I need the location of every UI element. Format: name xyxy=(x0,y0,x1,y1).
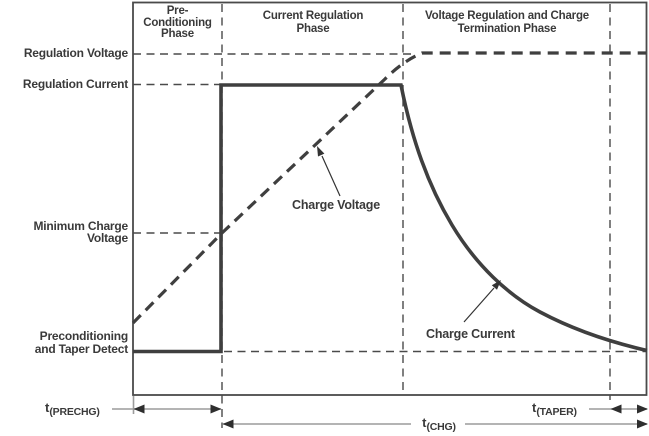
minimum-charge-voltage-label-line2: Voltage xyxy=(86,230,128,245)
t-chg-right-arrowhead-icon xyxy=(637,419,648,429)
charge-voltage-pointer-line xyxy=(321,155,341,197)
minimum-charge-voltage-label: Minimum Charge Voltage xyxy=(33,219,128,245)
phase-label-preconditioning-line3: Phase xyxy=(161,28,194,40)
phase-label-current-regulation-line2: Phase xyxy=(296,23,330,35)
t-taper-left-arrowhead-icon xyxy=(610,404,622,414)
phase-label-current-regulation: Current Regulation Phase xyxy=(224,10,402,36)
phase-label-preconditioning-line1: Pre- xyxy=(166,5,189,17)
charge-current-pointer-arrowhead-icon xyxy=(491,280,501,290)
t-taper-right-arrowhead-icon xyxy=(637,404,648,414)
t-prechg-left-arrowhead-icon xyxy=(133,404,145,414)
plot-border xyxy=(132,1,648,396)
regulation-voltage-label: Regulation Voltage xyxy=(23,46,128,60)
minimum-charge-voltage-label-line1: Minimum Charge xyxy=(33,219,128,233)
phase-label-preconditioning: Pre- Conditioning Phase xyxy=(133,5,222,41)
t-chg-left-arrowhead-icon xyxy=(222,419,234,429)
t-taper-symbol: t xyxy=(532,400,537,415)
preconditioning-taper-label: Preconditioning and Taper Detect xyxy=(35,330,128,355)
t-prechg-label: t(PRECHG) xyxy=(45,400,100,418)
t-chg-label: t(CHG) xyxy=(408,415,470,433)
phase-label-voltage-regulation-line2: Termination Phase xyxy=(457,23,557,35)
phase-label-preconditioning-line2: Conditioning xyxy=(143,16,212,29)
charge-current-label: Charge Current xyxy=(426,327,515,341)
regulation-current-label: Regulation Current xyxy=(22,77,128,91)
charge-voltage-label: Charge Voltage xyxy=(292,198,380,212)
t-taper-subscript: (TAPER) xyxy=(536,406,577,418)
t-prechg-symbol: t xyxy=(45,400,50,415)
t-taper-label: t(TAPER) xyxy=(532,400,577,418)
phase-label-current-regulation-line1: Current Regulation xyxy=(262,10,364,22)
t-chg-symbol: t xyxy=(422,415,427,430)
phase-label-voltage-regulation-line1: Voltage Regulation and Charge xyxy=(425,10,589,22)
charge-current-curve xyxy=(133,83,648,354)
charge-current-pointer-line xyxy=(463,287,495,323)
t-chg-subscript: (CHG) xyxy=(426,421,457,433)
phase-label-voltage-regulation: Voltage Regulation and Charge Terminatio… xyxy=(405,10,609,36)
preconditioning-taper-label-line2: and Taper Detect xyxy=(34,341,128,356)
preconditioning-taper-label-line1: Preconditioning xyxy=(39,329,129,343)
t-prechg-right-arrowhead-icon xyxy=(210,404,222,414)
t-prechg-subscript: (PRECHG) xyxy=(49,406,100,418)
charge-voltage-pointer-arrowhead-icon xyxy=(317,146,325,157)
charge-voltage-curve xyxy=(131,51,646,325)
